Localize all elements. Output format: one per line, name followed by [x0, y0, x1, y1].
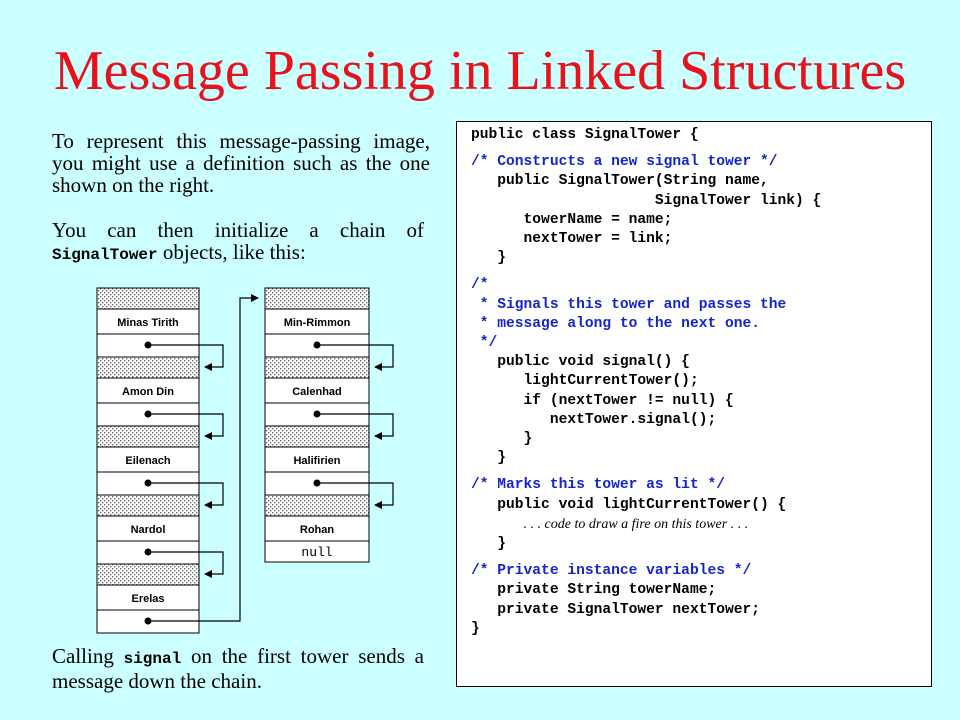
link-pointer-dot: [144, 341, 152, 349]
tower-node: Amon Din: [96, 356, 224, 440]
link-arrow: [320, 482, 394, 509]
tower-name-label: Min-Rimmon: [284, 317, 351, 329]
tower-node: Rohan null: [264, 494, 370, 563]
code-placeholder-text: . . . code to draw a fire on this tower …: [523, 516, 749, 532]
code-comment: /* Marks this tower as lit */: [471, 477, 725, 494]
code-comment: /* Constructs a new signal tower */: [471, 154, 778, 171]
right-tower-column: Min-Rimmon Calenhad Halifirien Rohan nul…: [264, 287, 394, 563]
tower-node: Nardol: [96, 494, 224, 578]
link-pointer-dot: [313, 341, 321, 349]
code-line: if (nextTower != null) {: [471, 392, 734, 409]
tower-name-label: Amon Din: [122, 386, 174, 398]
code-line: }: [471, 431, 533, 448]
code-line: nextTower = link;: [471, 231, 673, 248]
link-pointer-dot: [144, 548, 152, 556]
intro-p2-before: You can then initialize a chain of: [52, 218, 424, 242]
tower-name-label: Rohan: [300, 524, 335, 536]
intro-paragraph-1: To represent this message-passing image,…: [52, 129, 430, 197]
tower-name-label: Minas Tirith: [117, 317, 179, 329]
tower-node: Halifirien: [264, 425, 394, 509]
link-arrow: [320, 413, 394, 440]
link-arrow: [151, 482, 224, 509]
tower-name-label: Calenhad: [292, 386, 342, 398]
tower-node: Erelas: [96, 294, 259, 634]
tower-node: Minas Tirith: [96, 287, 224, 371]
tower-name-label: Halifirien: [293, 455, 340, 467]
link-pointer-dot: [313, 479, 321, 487]
tower-node: Calenhad: [264, 356, 394, 440]
code-line: public void lightCurrentTower() {: [471, 496, 787, 513]
link-arrow: [320, 344, 394, 371]
tower-node: Min-Rimmon: [264, 287, 394, 371]
page-title: Message Passing in Linked Structures: [53, 40, 907, 102]
code-line: }: [471, 620, 480, 637]
code-line: lightCurrentTower();: [471, 373, 699, 390]
link-pointer-dot: [144, 479, 152, 487]
intro-p2-code: SignalTower: [52, 246, 158, 264]
code-comment: * message along to the next one.: [471, 315, 761, 332]
outro-after: on the first tower sends a message down …: [52, 644, 424, 693]
link-pointer-dot: [144, 410, 152, 418]
code-line: public SignalTower(String name,: [471, 173, 769, 190]
link-arrow-to-right-column: [151, 294, 259, 622]
tower-name-label: Nardol: [131, 524, 166, 536]
outro-code: signal: [123, 650, 182, 668]
link-pointer-dot: [313, 410, 321, 418]
code-comment: /* Private instance variables */: [471, 563, 752, 580]
code-comment: * Signals this tower and passes the: [471, 296, 787, 313]
left-tower-column: Minas Tirith Amon Din Eilenach Nardol: [96, 287, 259, 634]
code-line: SignalTower link) {: [471, 192, 822, 209]
code-indent: [471, 517, 524, 533]
code-line: private String towerName;: [471, 582, 717, 599]
tower-name-label: Erelas: [131, 593, 164, 605]
code-line: nextTower.signal();: [471, 411, 717, 428]
code-comment: */: [471, 335, 498, 352]
link-arrow: [151, 413, 224, 440]
tower-node: Eilenach: [96, 425, 224, 509]
intro-paragraph-2: You can then initialize a chain of Signa…: [52, 219, 424, 266]
code-line: }: [471, 536, 507, 553]
outro-paragraph: Calling signal on the first tower sends …: [52, 645, 424, 692]
null-link-label: null: [301, 545, 332, 560]
code-line: public void signal() {: [471, 354, 690, 371]
code-line: }: [471, 450, 507, 467]
code-listing: public class SignalTower { /* Constructs…: [456, 121, 932, 687]
link-arrow: [151, 344, 224, 371]
intro-p2-after: objects, like this:: [162, 240, 306, 264]
code-comment: /*: [471, 277, 489, 294]
outro-before: Calling: [52, 644, 114, 668]
code-line: towerName = name;: [471, 211, 673, 228]
class-declaration: public class SignalTower {: [471, 127, 699, 143]
tower-name-label: Eilenach: [125, 455, 171, 467]
link-pointer-dot: [144, 617, 152, 625]
code-line: }: [471, 250, 507, 267]
code-line: private SignalTower nextTower;: [471, 601, 761, 618]
code-line: . . . code to draw a fire on this tower …: [471, 515, 931, 535]
link-arrow: [151, 551, 224, 578]
